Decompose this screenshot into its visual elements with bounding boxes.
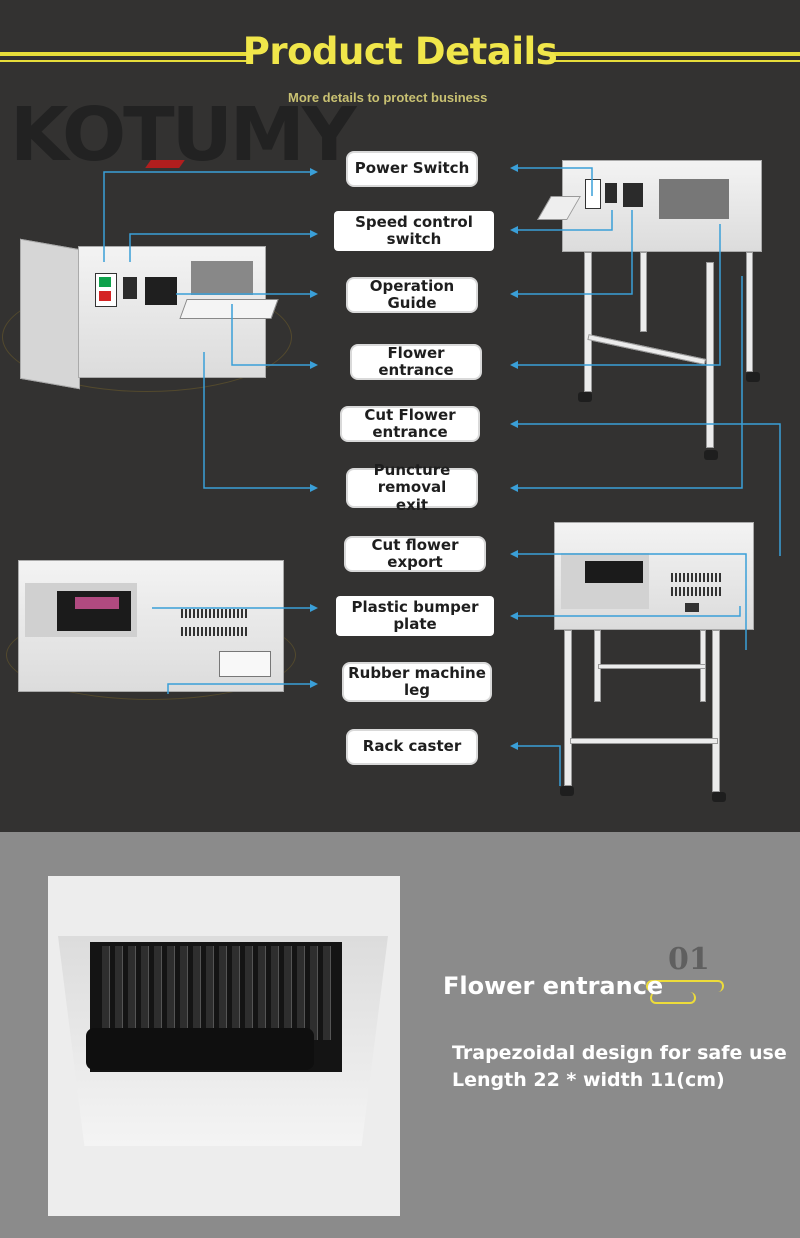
brand-logo: KOTUMY — [10, 92, 357, 178]
flower-entrance-photo — [48, 876, 400, 1216]
title-rule-left — [0, 52, 250, 56]
blade — [141, 946, 149, 1040]
blade — [154, 946, 162, 1040]
label-operation-guide: Operation Guide — [346, 277, 478, 313]
red-button-icon — [99, 291, 111, 301]
blade — [115, 946, 123, 1040]
feature-section: 01 Flower entrance Trapezoidal design fo… — [0, 832, 800, 1238]
blade-roller — [585, 561, 643, 583]
title-rule-left-thin — [0, 60, 250, 62]
blade — [232, 946, 240, 1040]
green-button-icon — [99, 277, 111, 287]
label-rack-caster: Rack caster — [346, 729, 478, 765]
blade-roller — [86, 1028, 314, 1070]
label-rubber-machine-leg: Rubber machine leg — [342, 662, 492, 702]
feature-description-line-2: Length 22 * width 11(cm) — [452, 1069, 725, 1091]
vent-grille — [181, 627, 247, 636]
operation-guide-plate — [623, 183, 643, 207]
stand-crossbar — [570, 738, 718, 744]
blade — [193, 946, 201, 1040]
blade — [271, 946, 279, 1040]
title-rule-right — [548, 52, 800, 56]
caster-icon — [560, 786, 574, 796]
decor-squiggle — [650, 992, 696, 1004]
blade — [310, 946, 318, 1040]
speed-knob-icon — [123, 277, 137, 299]
caster-icon — [704, 450, 718, 460]
feature-number: 01 — [668, 942, 710, 977]
label-cut-flower-entrance: Cut Flower entrance — [340, 406, 480, 442]
machine-rear-on-stand — [554, 522, 754, 630]
stand-leg — [640, 252, 647, 332]
label-plastic-bumper-plate-text: Plastic bumper plate — [336, 595, 494, 637]
operation-guide-plate — [145, 277, 177, 305]
vent-grille — [671, 573, 721, 582]
label-puncture-removal-exit: Puncture removal exit — [346, 462, 478, 513]
stand-leg — [746, 252, 753, 372]
flower-entrance-slot — [191, 261, 253, 295]
label-power-switch: Power Switch — [346, 151, 478, 187]
blade — [206, 946, 214, 1040]
feature-description-line-1: Trapezoidal design for safe use — [452, 1042, 787, 1064]
caster-icon — [712, 792, 726, 802]
label-speed-control-switch: Speed control switch — [330, 210, 498, 252]
machine-front-panel — [78, 246, 279, 378]
caster-icon — [746, 372, 760, 382]
blade — [297, 946, 305, 1040]
power-switch-icon — [585, 179, 601, 209]
feature-title: Flower entrance — [443, 972, 664, 1000]
machine-on-stand — [562, 160, 762, 252]
vent-grille — [671, 587, 721, 596]
label-speed-control-switch-text: Speed control switch — [334, 210, 494, 252]
title-rule-right-thin — [548, 60, 800, 62]
stand-leg — [712, 630, 720, 792]
stand-leg — [706, 262, 714, 448]
blade — [128, 946, 136, 1040]
blade — [167, 946, 175, 1040]
power-socket-icon — [685, 603, 699, 612]
stand-leg — [584, 252, 592, 392]
page-subtitle: More details to protect business — [288, 90, 488, 105]
label-puncture-removal-exit-text: Puncture removal exit — [373, 461, 451, 514]
decor-squiggle — [646, 980, 724, 992]
product-details-section: Product Details KOTUMY More details to p… — [0, 30, 800, 802]
callout-lines — [103, 164, 781, 786]
blade — [102, 946, 110, 1040]
label-cut-flower-export: Cut flower export — [344, 536, 486, 572]
speed-knob-icon — [605, 183, 617, 203]
blade — [323, 946, 331, 1040]
blade — [284, 946, 292, 1040]
label-plastic-bumper-plate: Plastic bumper plate — [332, 595, 498, 637]
blade — [245, 946, 253, 1040]
blade — [180, 946, 188, 1040]
caster-icon — [578, 392, 592, 402]
label-flower-entrance: Flower entrance — [350, 344, 482, 380]
vent-grille — [181, 609, 247, 618]
blade — [219, 946, 227, 1040]
blade-highlight — [75, 597, 119, 609]
cut-flower-entrance-slot — [659, 179, 729, 219]
page-title: Product Details — [242, 30, 558, 73]
blade — [258, 946, 266, 1040]
machine-rear-view — [18, 560, 284, 692]
stand-crossbar — [598, 664, 706, 669]
nameplate — [219, 651, 271, 677]
stand-leg — [564, 630, 572, 786]
